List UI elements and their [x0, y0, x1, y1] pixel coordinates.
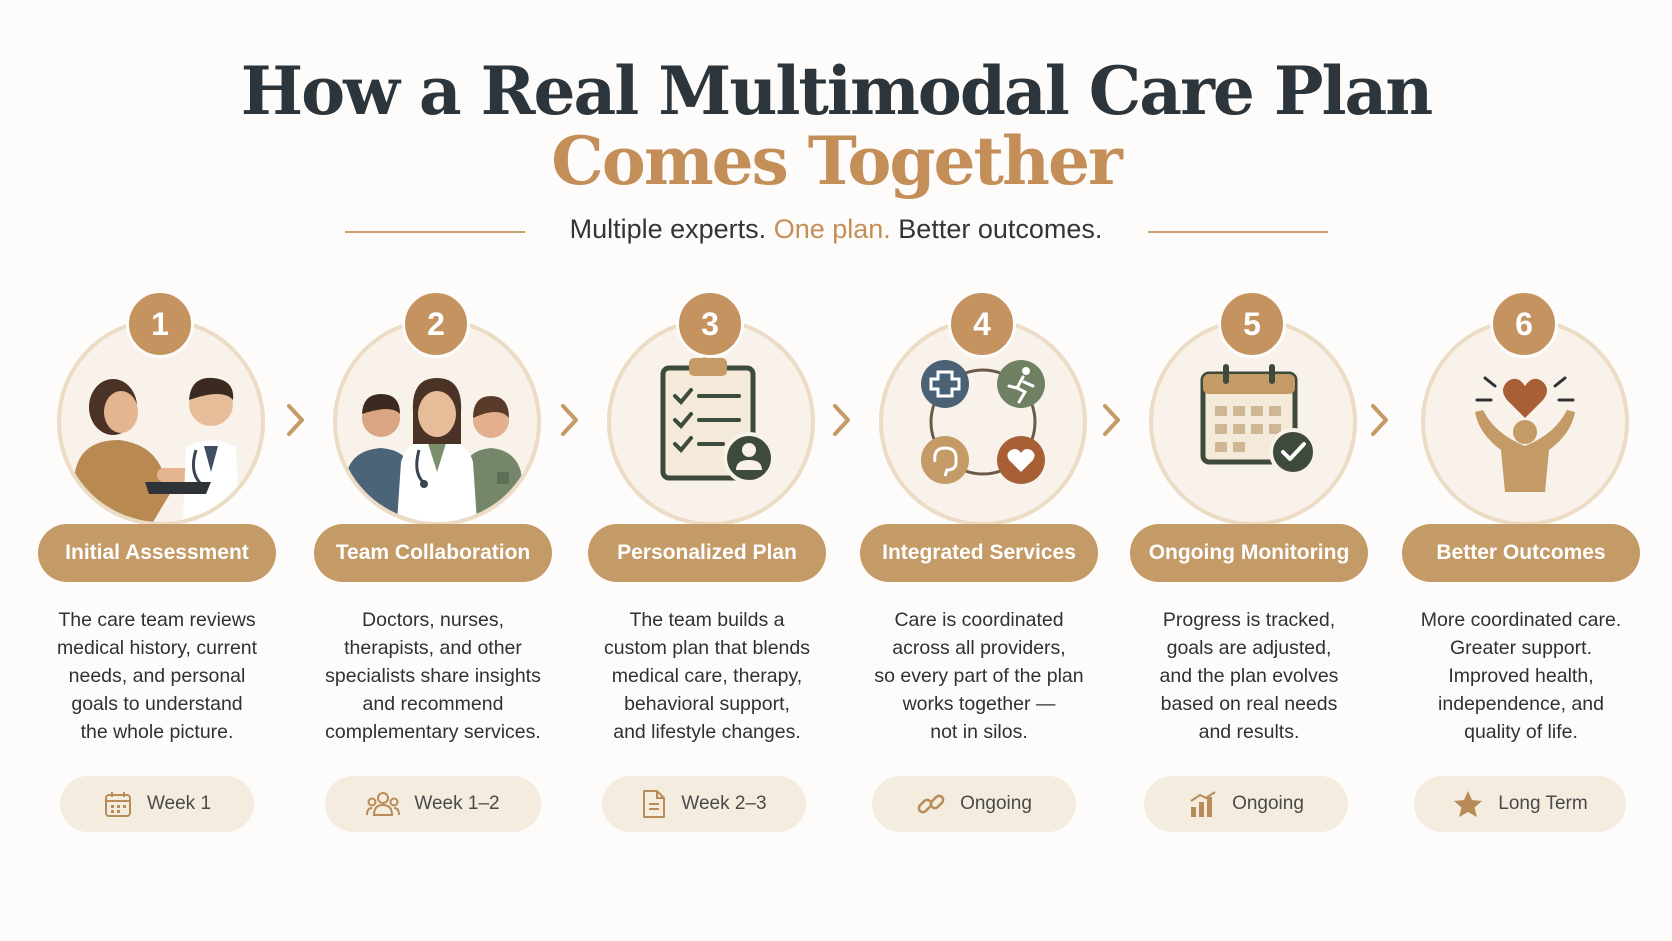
step-description: Progress is tracked, goals are adjusted,… — [1122, 606, 1376, 746]
step-4: 4 Integrated Services Care is coordinate… — [852, 282, 1112, 842]
tagline: Multiple experts. One plan. Better outco… — [0, 214, 1672, 245]
desc-line: not in silos. — [930, 721, 1028, 743]
badge-label: Long Term — [1498, 793, 1588, 814]
desc-line: goals to understand — [71, 693, 243, 715]
step-description: The team builds a custom plan that blend… — [580, 606, 834, 746]
title-line-1: How a Real Multimodal Care Plan — [240, 52, 1434, 130]
step-number: 3 — [676, 290, 744, 358]
badge-label: Week 1 — [146, 793, 212, 814]
step-6: 6 Better Outcomes More coordinated care.… — [1394, 282, 1654, 842]
step-title: Integrated Services — [860, 524, 1098, 582]
desc-line: medical history, current — [56, 637, 258, 659]
desc-line: medical care, therapy, — [611, 665, 803, 687]
chevron-right-icon — [1371, 404, 1388, 436]
desc-line: goals are adjusted, — [1166, 637, 1332, 659]
desc-line: specialists share insights — [325, 665, 541, 687]
desc-line: and results. — [1198, 721, 1300, 743]
step-5: 5 Ongoing Monitoring Progress is tracked… — [1122, 282, 1382, 842]
step-description: Care is coordinated across all providers… — [852, 606, 1106, 746]
timeline-badge: Long Term — [1414, 776, 1626, 832]
step-description: Doctors, nurses, therapists, and other s… — [306, 606, 560, 746]
desc-line: Doctors, nurses, — [362, 609, 504, 631]
desc-line: and recommend — [362, 693, 504, 715]
celebrating-person-illustration — [1421, 318, 1629, 526]
tagline-part-1: Multiple experts. — [569, 214, 767, 244]
step-2: 2 Team Collaboration Doctors, nurses, th… — [306, 282, 566, 842]
chevron-right-icon — [833, 404, 850, 436]
team-icon — [366, 792, 401, 816]
step-number: 6 — [1490, 290, 1558, 358]
step-title: Personalized Plan — [588, 524, 826, 582]
step-3: 3 Personalized Plan The team builds a cu… — [580, 282, 840, 842]
desc-line: The care team reviews — [58, 609, 256, 631]
link-icon — [917, 794, 945, 814]
step-description: More coordinated care. Greater support. … — [1394, 606, 1648, 746]
step-title: Better Outcomes — [1402, 524, 1640, 582]
desc-line: custom plan that blends — [604, 637, 810, 659]
step-title: Team Collaboration — [314, 524, 552, 582]
timeline-badge: Week 1–2 — [325, 776, 541, 832]
tagline-row: Multiple experts. One plan. Better outco… — [0, 212, 1672, 252]
timeline-badge: Week 2–3 — [602, 776, 806, 832]
step-title: Ongoing Monitoring — [1130, 524, 1368, 582]
desc-line: complementary services. — [325, 721, 541, 743]
tagline-divider-left — [345, 231, 525, 233]
desc-line: independence, and — [1438, 693, 1604, 715]
desc-line: the whole picture. — [80, 721, 234, 743]
desc-line: quality of life. — [1464, 721, 1578, 743]
chevron-right-icon — [1103, 404, 1120, 436]
step-number: 1 — [126, 290, 194, 358]
desc-line: based on real needs — [1160, 693, 1338, 715]
badge-label: Week 2–3 — [681, 793, 767, 814]
step-1: 1 Initial Assessment The care team revie… — [30, 282, 290, 842]
timeline-badge: Ongoing — [872, 776, 1076, 832]
desc-line: and the plan evolves — [1159, 665, 1339, 687]
badge-label: Week 1–2 — [414, 793, 500, 814]
calendar-icon — [104, 792, 131, 817]
desc-line: The team builds a — [629, 609, 785, 631]
desc-line: behavioral support, — [624, 693, 790, 715]
desc-line: Progress is tracked, — [1162, 609, 1336, 631]
desc-line: across all providers, — [892, 637, 1066, 659]
desc-line: therapists, and other — [344, 637, 522, 659]
step-number: 2 — [402, 290, 470, 358]
star-icon — [1454, 791, 1483, 817]
badge-label: Ongoing — [960, 793, 1032, 814]
document-icon — [643, 790, 666, 818]
step-number: 4 — [948, 290, 1016, 358]
desc-line: so every part of the plan — [874, 665, 1084, 687]
desc-line: Care is coordinated — [894, 609, 1064, 631]
chevron-right-icon — [287, 404, 304, 436]
timeline-badge: Ongoing — [1144, 776, 1348, 832]
desc-line: works together — — [902, 693, 1056, 715]
care-team-illustration — [333, 318, 541, 526]
consultation-illustration — [57, 318, 265, 526]
title-line-2: Comes Together — [551, 122, 1122, 200]
desc-line: and lifestyle changes. — [613, 721, 801, 743]
desc-line: Improved health, — [1448, 665, 1594, 687]
timeline-badge: Week 1 — [60, 776, 254, 832]
chevron-right-icon — [561, 404, 578, 436]
desc-line: needs, and personal — [68, 665, 246, 687]
badge-label: Ongoing — [1232, 793, 1304, 814]
step-number: 5 — [1218, 290, 1286, 358]
tagline-part-3: Better outcomes. — [898, 214, 1103, 244]
step-title: Initial Assessment — [38, 524, 276, 582]
step-description: The care team reviews medical history, c… — [30, 606, 284, 746]
tagline-part-2: One plan. — [773, 214, 891, 244]
desc-line: More coordinated care. — [1420, 609, 1622, 631]
tagline-divider-right — [1148, 231, 1328, 233]
bar-chart-icon — [1190, 791, 1216, 817]
desc-line: Greater support. — [1450, 637, 1592, 659]
